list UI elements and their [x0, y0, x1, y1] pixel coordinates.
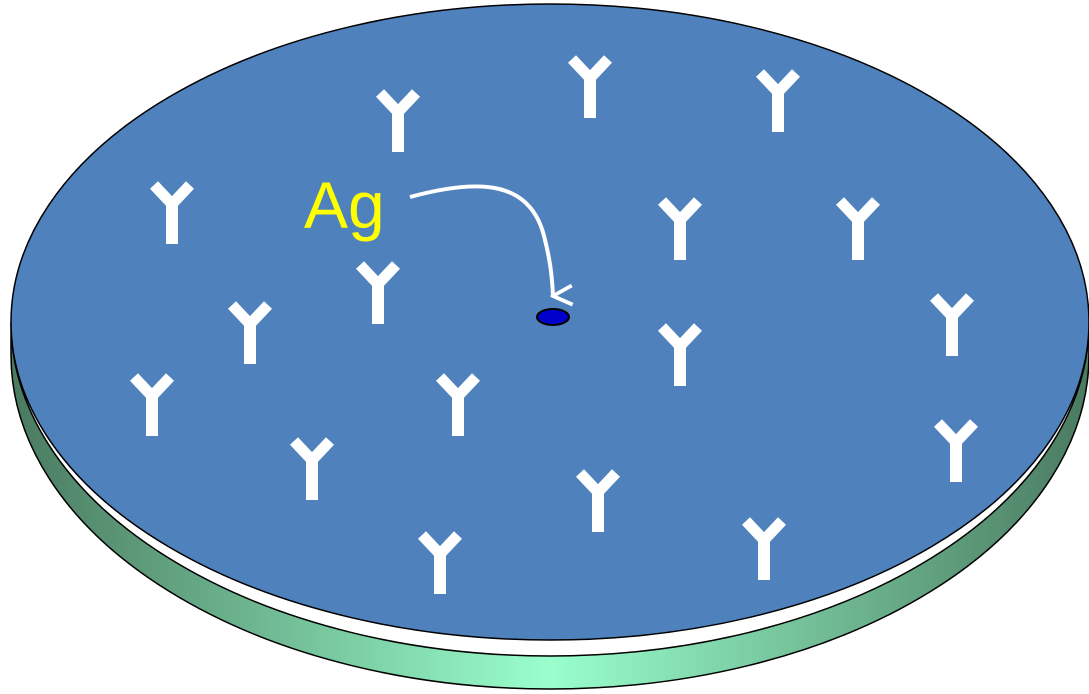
antigen-label: Ag: [304, 168, 385, 242]
petri-plate: [11, 4, 1089, 689]
antigen-well: [537, 309, 569, 325]
